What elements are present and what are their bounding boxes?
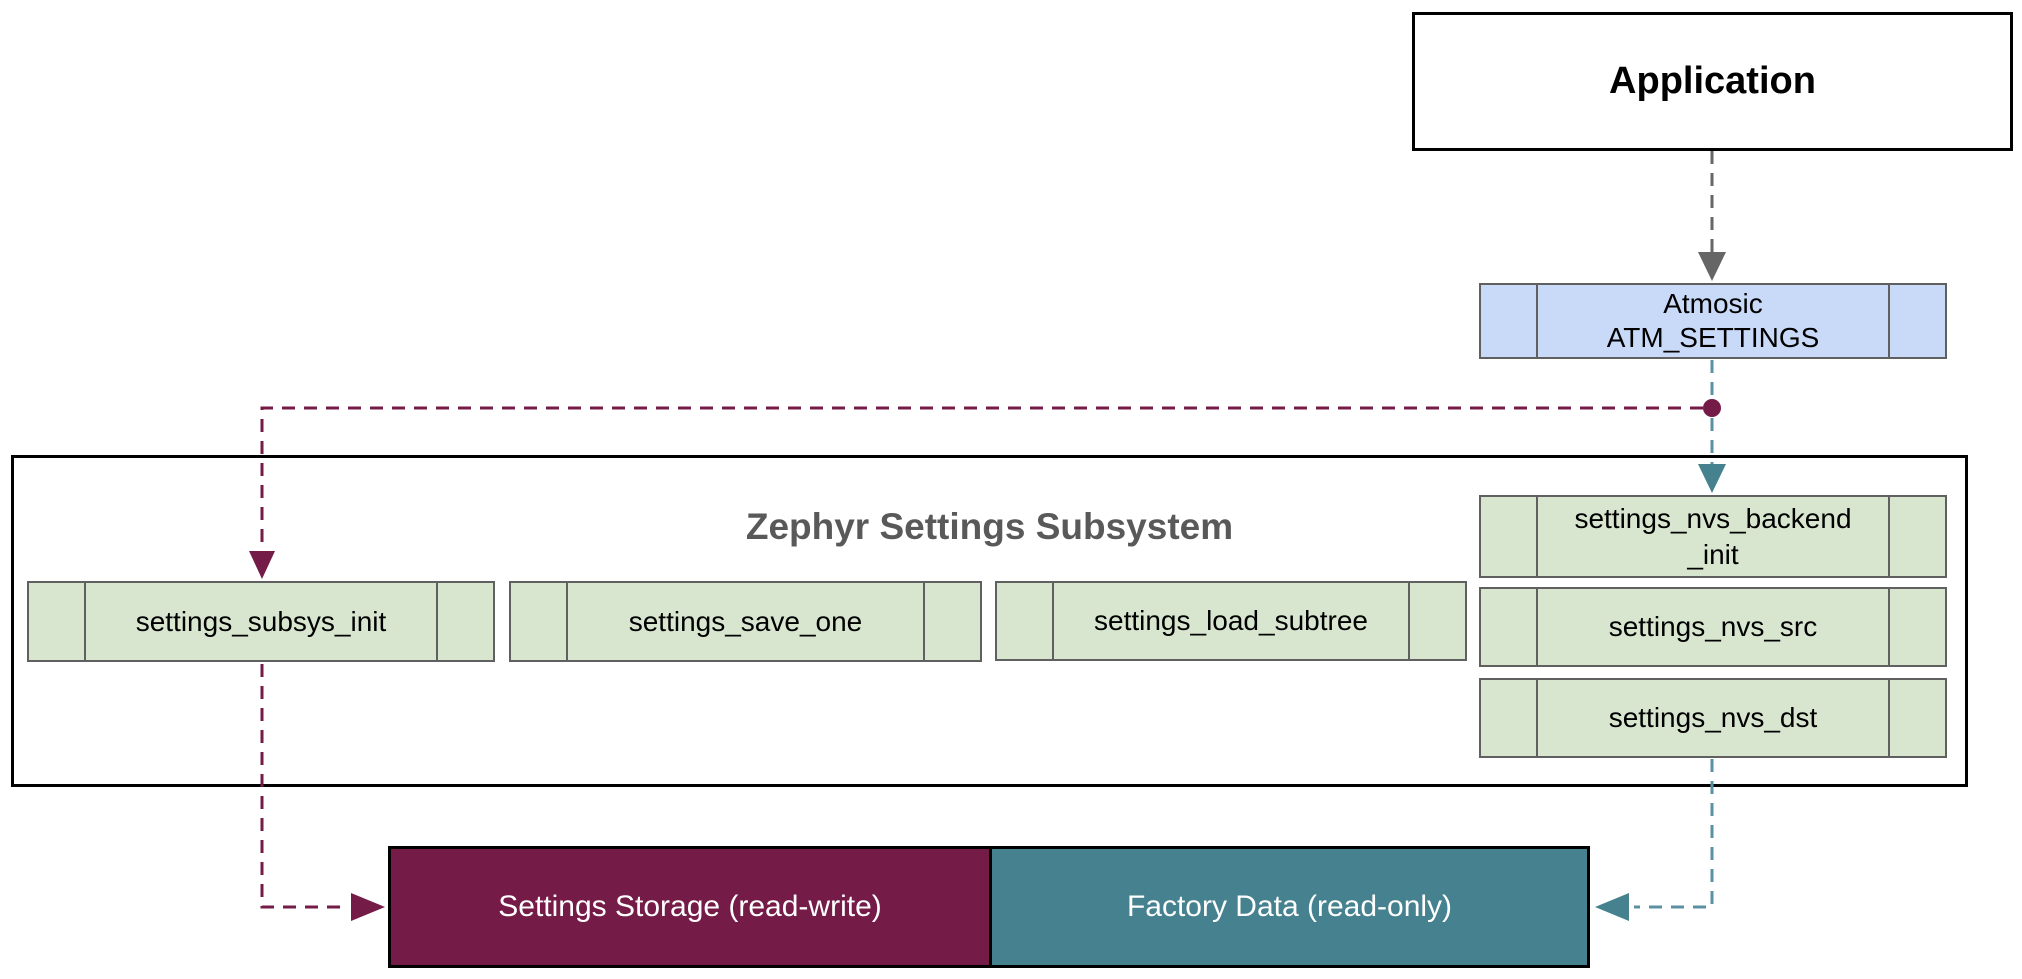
component-side-right xyxy=(923,583,980,660)
settings-nvs-src-label: settings_nvs_src xyxy=(1608,611,1818,642)
factory-data-label: Factory Data (read-only) xyxy=(1126,890,1453,923)
atm-settings-line1: Atmosic xyxy=(1663,288,1763,319)
settings-nvs-src-component: settings_nvs_src xyxy=(1479,587,1947,667)
component-side-right xyxy=(1888,680,1945,756)
component-side-left xyxy=(1481,589,1538,665)
arrowhead-down-icon xyxy=(1698,252,1726,281)
settings-nvs-backend-init-label: settings_nvs_backend _init xyxy=(1538,497,1888,576)
settings-nvs-dst-label: settings_nvs_dst xyxy=(1608,702,1818,733)
arrowhead-left-icon xyxy=(1595,893,1629,921)
component-side-left xyxy=(1481,680,1538,756)
component-side-left xyxy=(1481,497,1538,576)
settings-save-one-label: settings_save_one xyxy=(628,605,863,637)
atm-settings-line2: ATM_SETTINGS xyxy=(1606,322,1820,353)
settings-storage-box: Settings Storage (read-write) xyxy=(388,846,992,968)
settings-nvs-backend-init-line1: settings_nvs_backend xyxy=(1574,502,1852,534)
component-side-left xyxy=(1481,285,1538,357)
settings-load-subtree-label: settings_load_subtree xyxy=(1094,605,1368,636)
application-box: Application xyxy=(1412,12,2013,151)
settings-nvs-backend-init-component: settings_nvs_backend _init xyxy=(1479,495,1947,578)
settings-load-subtree-component: settings_load_subtree xyxy=(995,581,1467,661)
settings-save-one-component: settings_save_one xyxy=(509,581,982,662)
settings-nvs-dst-component: settings_nvs_dst xyxy=(1479,678,1947,758)
connector-app-to-atm xyxy=(1698,151,1726,281)
settings-subsys-init-label: settings_subsys_init xyxy=(135,605,387,637)
junction-dot xyxy=(1703,399,1721,417)
settings-nvs-backend-init-line2: _init xyxy=(1687,538,1739,570)
atm-settings-component: Atmosic ATM_SETTINGS xyxy=(1479,283,1947,359)
subsystem-title: Zephyr Settings Subsystem xyxy=(745,506,1234,547)
factory-data-box: Factory Data (read-only) xyxy=(989,846,1590,968)
component-side-right xyxy=(1888,589,1945,665)
arrowhead-right-icon xyxy=(351,893,385,921)
settings-subsys-init-component: settings_subsys_init xyxy=(27,581,495,662)
component-side-right xyxy=(436,583,493,660)
component-side-left xyxy=(29,583,86,660)
settings-storage-label: Settings Storage (read-write) xyxy=(498,890,882,923)
application-label: Application xyxy=(1609,60,1816,102)
component-side-left xyxy=(997,583,1054,659)
component-side-right xyxy=(1408,583,1465,659)
component-side-left xyxy=(511,583,568,660)
component-side-right xyxy=(1888,285,1945,357)
component-side-right xyxy=(1888,497,1945,576)
atm-settings-label: Atmosic ATM_SETTINGS xyxy=(1538,285,1888,357)
